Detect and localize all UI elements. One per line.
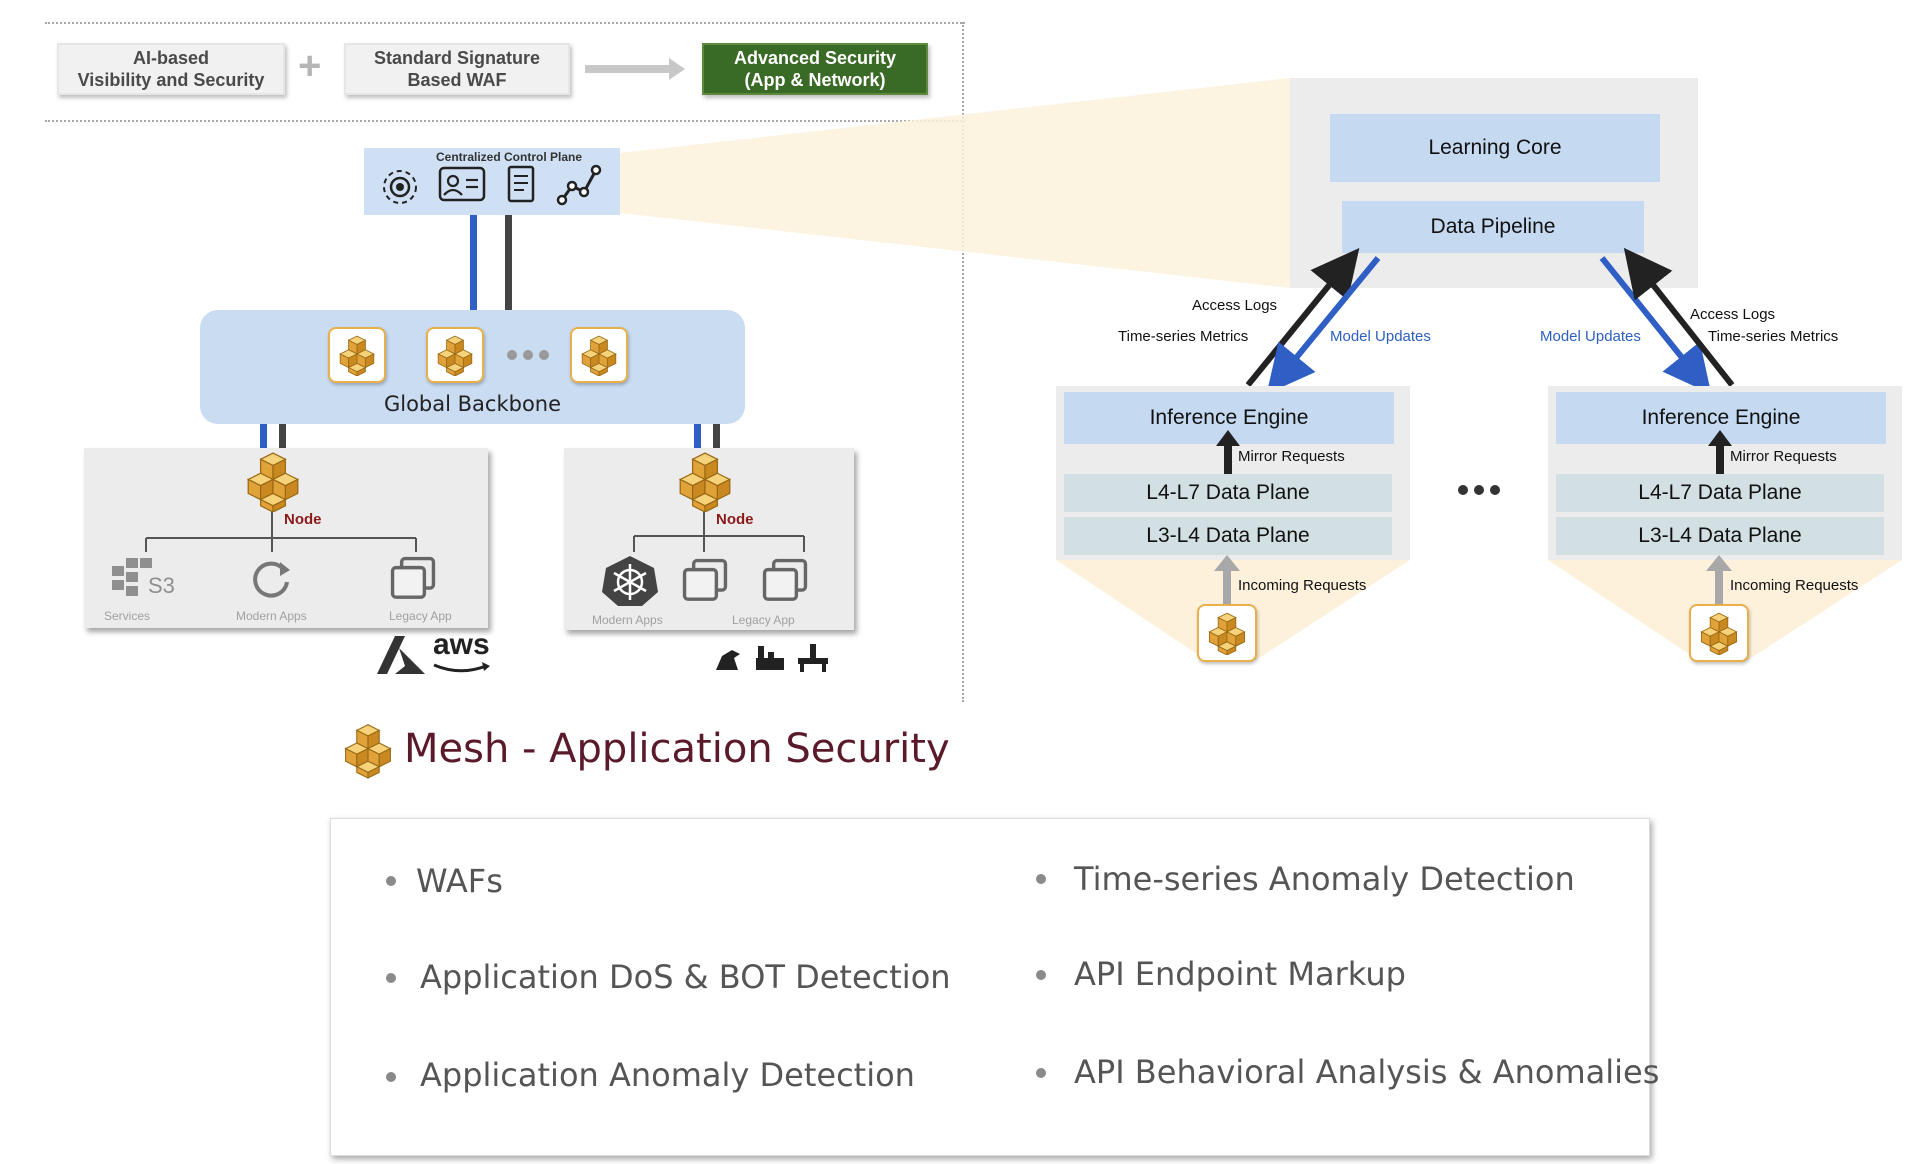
legend-ai-visibility: AI-based Visibility and Security — [57, 43, 285, 95]
right-node-label: Node — [716, 511, 754, 528]
feature-bullet — [1036, 1068, 1046, 1078]
backbone-ellipsis — [507, 350, 549, 360]
s3-services-icon — [108, 552, 158, 607]
window-icon — [680, 556, 730, 606]
left-model-updates: Model Updates — [1330, 328, 1431, 345]
feature-left-3: Application Anomaly Detection — [420, 1056, 915, 1094]
mesh-node-icon — [242, 450, 304, 512]
right-mirror-arrow — [1708, 430, 1732, 474]
mesh-logo-icon — [340, 720, 396, 780]
mesh-title: Mesh - Application Security — [404, 726, 950, 772]
right-incoming-requests: Incoming Requests — [1730, 577, 1859, 594]
right-time-series: Time-series Metrics — [1708, 328, 1839, 345]
id-card-icon — [438, 166, 486, 209]
left-region: Node S3 Services Modern Apps Legacy App — [84, 448, 488, 628]
left-incoming-requests: Incoming Requests — [1238, 577, 1367, 594]
link-cp-dark — [505, 215, 512, 310]
right-incoming-arrow — [1706, 555, 1732, 605]
azure-logo-icon — [375, 634, 427, 681]
left-l4l7-data-plane: L4-L7 Data Plane — [1064, 474, 1392, 512]
window-icon — [388, 554, 438, 604]
feature-bullet — [1036, 874, 1046, 884]
backbone-node-3 — [570, 327, 628, 383]
left-region-tree — [145, 510, 417, 552]
feature-bullet — [386, 1072, 396, 1082]
link-cp-blue — [470, 215, 477, 310]
features-panel — [330, 818, 1650, 1156]
left-mirror-requests: Mirror Requests — [1238, 448, 1345, 465]
link-left-blue — [260, 424, 267, 459]
legend-bottom-divider — [45, 120, 965, 122]
right-model-updates: Model Updates — [1540, 328, 1641, 345]
left-incoming-arrow — [1214, 555, 1240, 605]
industrial-icon — [712, 640, 832, 679]
kubernetes-icon — [600, 554, 660, 613]
right-modern-apps-label: Modern Apps — [592, 613, 663, 627]
right-region-tree — [633, 510, 805, 552]
left-node-label: Node — [284, 511, 322, 528]
mesh-node-icon — [1205, 611, 1249, 655]
feature-bullet — [386, 876, 396, 886]
feature-left-1: WAFs — [416, 862, 503, 900]
backbone-node-1 — [328, 327, 386, 383]
mesh-node-icon — [578, 334, 620, 376]
mesh-node-icon — [674, 450, 736, 512]
window-icon — [760, 556, 810, 606]
graph-nodes-icon — [556, 162, 604, 213]
right-edge-node — [1689, 604, 1749, 662]
mesh-node-icon — [1697, 611, 1741, 655]
control-plane: Centralized Control Plane — [364, 148, 620, 215]
legend-arrow — [585, 58, 685, 85]
legend-plus: + — [298, 44, 322, 88]
settings-gear-icon — [378, 164, 422, 215]
data-pipeline: Data Pipeline — [1342, 201, 1644, 253]
feature-left-2: Application DoS & BOT Detection — [420, 958, 951, 996]
right-l3l4-data-plane: L3-L4 Data Plane — [1556, 517, 1884, 555]
global-backbone: Global Backbone — [200, 310, 745, 424]
document-icon — [506, 164, 538, 211]
pipeline-arrows — [1245, 247, 1735, 395]
right-legacy-app-label: Legacy App — [732, 613, 795, 627]
right-region: Node Modern Apps Legacy App — [564, 448, 854, 630]
edge-ellipsis — [1458, 485, 1500, 495]
left-mirror-arrow — [1216, 430, 1240, 474]
feature-bullet — [386, 973, 396, 983]
left-l3l4-data-plane: L3-L4 Data Plane — [1064, 517, 1392, 555]
right-access-logs: Access Logs — [1690, 306, 1776, 323]
backbone-node-2 — [426, 327, 484, 383]
s3-label: S3 — [148, 573, 175, 598]
control-plane-title: Centralized Control Plane — [436, 150, 583, 164]
legend-top-divider — [45, 22, 965, 24]
learning-core: Learning Core — [1330, 114, 1660, 182]
left-edge-node — [1197, 604, 1257, 662]
left-time-series: Time-series Metrics — [1118, 328, 1249, 345]
left-access-logs: Access Logs — [1192, 297, 1278, 314]
feature-right-1: Time-series Anomaly Detection — [1074, 860, 1575, 898]
aws-logo: aws — [433, 628, 490, 661]
refresh-icon — [248, 556, 294, 607]
right-mirror-requests: Mirror Requests — [1730, 448, 1837, 465]
section-divider — [962, 22, 964, 702]
services-label: Services — [104, 609, 151, 623]
mesh-node-icon — [336, 334, 378, 376]
mesh-node-icon — [434, 334, 476, 376]
zoom-beam — [620, 78, 1290, 288]
link-right-blue — [694, 424, 701, 459]
legend-advanced-security: Advanced Security (App & Network) — [702, 43, 928, 95]
feature-right-3: API Behavioral Analysis & Anomalies — [1074, 1053, 1660, 1091]
backbone-label: Global Backbone — [383, 392, 562, 416]
right-l4l7-data-plane: L4-L7 Data Plane — [1556, 474, 1884, 512]
link-left-dark — [279, 424, 286, 459]
link-right-dark — [713, 424, 720, 459]
feature-bullet — [1036, 970, 1046, 980]
aws-smile-icon — [433, 662, 490, 673]
legend-signature-waf: Standard Signature Based WAF — [344, 43, 570, 95]
left-legacy-app-label: Legacy App — [389, 609, 452, 623]
left-modern-apps-label: Modern Apps — [236, 609, 307, 623]
feature-right-2: API Endpoint Markup — [1074, 955, 1406, 993]
